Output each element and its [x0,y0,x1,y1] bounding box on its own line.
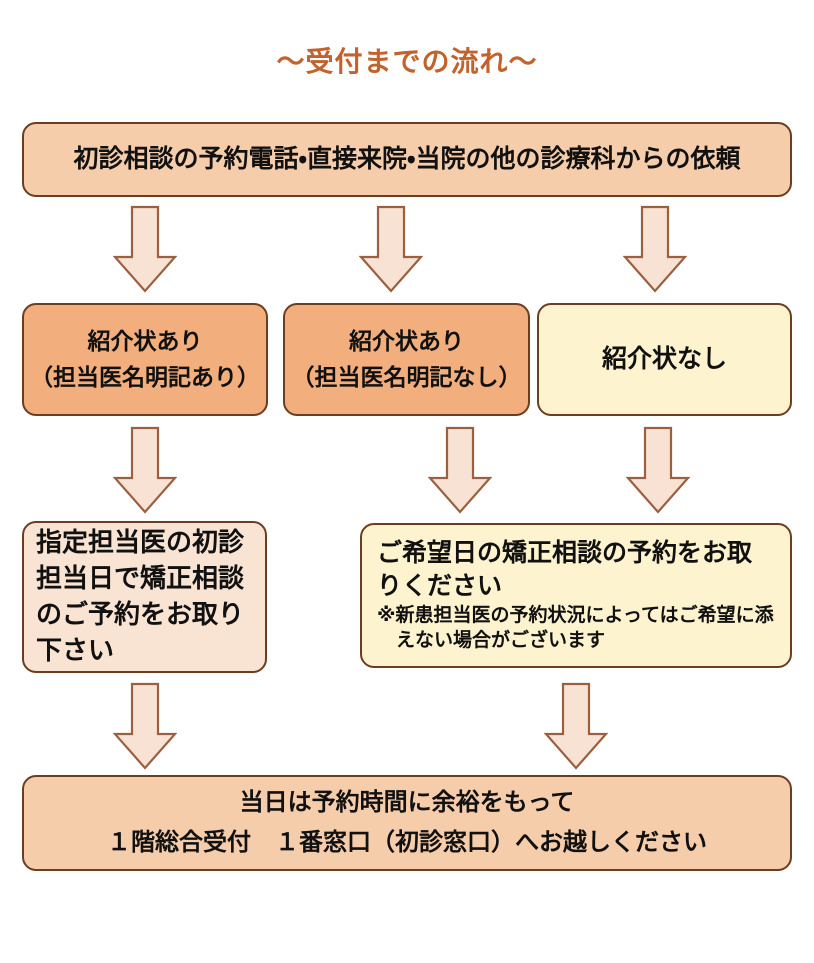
down-arrow-icon [113,205,177,293]
down-arrow-icon [359,205,423,293]
down-arrow-icon [113,426,177,514]
action-named-line: 指定担当医の初診 [36,527,245,558]
down-arrow [113,205,177,293]
page-title: ～受付までの流れ～ [276,46,538,77]
action-named-line: 担当日で矯正相談 [36,563,245,594]
down-arrow-icon [623,205,687,293]
final-line: 当日は予約時間に余裕をもって [239,789,575,817]
down-arrow-icon [428,426,492,514]
final-line: １階総合受付 １番窓口（初診窓口）へお越しください [107,829,707,856]
branch-sublabel: （担当医名明記あり） [30,363,260,390]
action-box-named-doctor: 指定担当医の初診 担当日で矯正相談 のご予約をお取り 下さい [22,521,267,673]
down-arrow [623,205,687,293]
branch-box-no-referral: 紹介状なし [537,303,792,416]
final-box: 当日は予約時間に余裕をもって １階総合受付 １番窓口（初診窓口）へお越しください [22,775,792,871]
down-arrow [113,682,177,770]
down-arrow [626,426,690,514]
down-arrow-icon [544,682,608,770]
entry-box: 初診相談の予約電話・直接来院・当院の他の診療科からの依頼 [22,122,792,197]
down-arrow [428,426,492,514]
action-named-line: 下さい [36,634,115,665]
down-arrow [113,426,177,514]
down-arrow-icon [113,682,177,770]
entry-box-text: 初診相談の予約電話・直接来院・当院の他の診療科からの依頼 [73,145,741,174]
branch-label: 紹介状あり [349,327,464,354]
branch-box-referral-named: 紹介状あり （担当医名明記あり） [22,303,268,416]
action-general-note: ※新患担当医の予約状況によってはご希望に添えない場合がございます [377,605,774,651]
action-box-general: ご希望日の矯正相談の予約をお取 りください ※新患担当医の予約状況によってはご希… [360,523,792,668]
branch-label: 紹介状なし [601,345,727,374]
action-named-line: のご予約をお取り [36,599,245,629]
down-arrow [544,682,608,770]
branch-box-referral-unnamed: 紹介状あり （担当医名明記なし） [283,303,530,416]
down-arrow-icon [626,426,690,514]
branch-label: 紹介状あり [87,327,203,354]
action-general-line: ご希望日の矯正相談の予約をお取 [377,539,753,568]
branch-sublabel: （担当医名明記なし） [291,363,522,390]
action-general-line: りください [377,571,503,600]
down-arrow [359,205,423,293]
